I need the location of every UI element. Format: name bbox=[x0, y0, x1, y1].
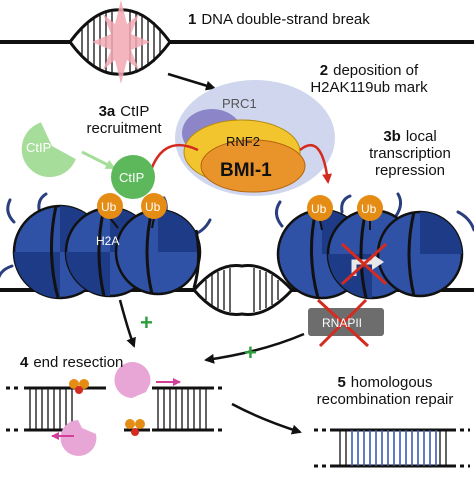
step-2-number: 2 bbox=[319, 62, 329, 79]
ub-label-left-2: Ub bbox=[145, 200, 161, 214]
step-5-line1: homologous bbox=[350, 374, 433, 391]
step-5-line2: recombination repair bbox=[316, 391, 454, 408]
step-3b-line2: transcription bbox=[369, 145, 451, 162]
plus-sign-left: + bbox=[140, 310, 153, 335]
ub-label-right-2: Ub bbox=[361, 202, 377, 216]
step-4-text: end resection bbox=[33, 354, 124, 371]
step-3b-line3: repression bbox=[374, 162, 446, 179]
step-1-number: 1 bbox=[188, 11, 197, 28]
ctip-bound-shape bbox=[111, 155, 155, 199]
arrow-1-to-2 bbox=[167, 72, 216, 91]
step-3a-line1: CtIP bbox=[120, 103, 150, 120]
ub-label-right-1: Ub bbox=[311, 202, 327, 216]
ctip-free-shape bbox=[21, 122, 76, 178]
resection-dna-left bbox=[6, 379, 106, 456]
rnf2-label: RNF2 bbox=[226, 134, 260, 149]
step-1-text: DNA double-strand break bbox=[201, 11, 370, 28]
step-2-line1: deposition of bbox=[333, 62, 419, 79]
h2a-label: H2A bbox=[96, 234, 119, 248]
prc1-complex bbox=[175, 80, 335, 196]
step-3a-number: 3a bbox=[98, 103, 116, 120]
arrow-left-to-4 bbox=[118, 299, 136, 348]
top-dna-double-strand-break bbox=[0, 0, 474, 84]
ub-marks-right bbox=[307, 195, 383, 231]
rnapii-label: RNAPII bbox=[322, 316, 362, 330]
step-3b-number: 3b bbox=[383, 128, 401, 145]
step-3b-line1: local bbox=[405, 128, 437, 145]
red-arrow-right bbox=[299, 144, 333, 184]
arrow-right-to-4 bbox=[204, 332, 305, 364]
step-4-number: 4 bbox=[20, 354, 29, 371]
main-dna-bubble bbox=[192, 264, 294, 316]
nucleosomes-left bbox=[0, 192, 212, 300]
bmi1-label: BMI-1 bbox=[220, 160, 272, 181]
step-2-line2: H2AK119ub mark bbox=[310, 79, 428, 96]
step-5-number: 5 bbox=[337, 374, 346, 391]
repaired-dna bbox=[314, 428, 470, 468]
prc1-label: PRC1 bbox=[222, 96, 257, 111]
ctip-bound-label: CtIP bbox=[119, 170, 144, 185]
nucleosomes-right bbox=[275, 192, 474, 300]
ub-label-left-1: Ub bbox=[101, 200, 117, 214]
resection-dna-right bbox=[114, 362, 226, 436]
plus-sign-right: + bbox=[244, 340, 257, 365]
ub-marks-left bbox=[97, 193, 167, 229]
arrow-4-to-5 bbox=[231, 402, 302, 435]
ctip-free-label: CtIP bbox=[26, 140, 51, 155]
green-recruit-arrow bbox=[81, 150, 116, 170]
break-starburst bbox=[92, 0, 150, 84]
step-3a-line2: recruitment bbox=[86, 120, 162, 137]
